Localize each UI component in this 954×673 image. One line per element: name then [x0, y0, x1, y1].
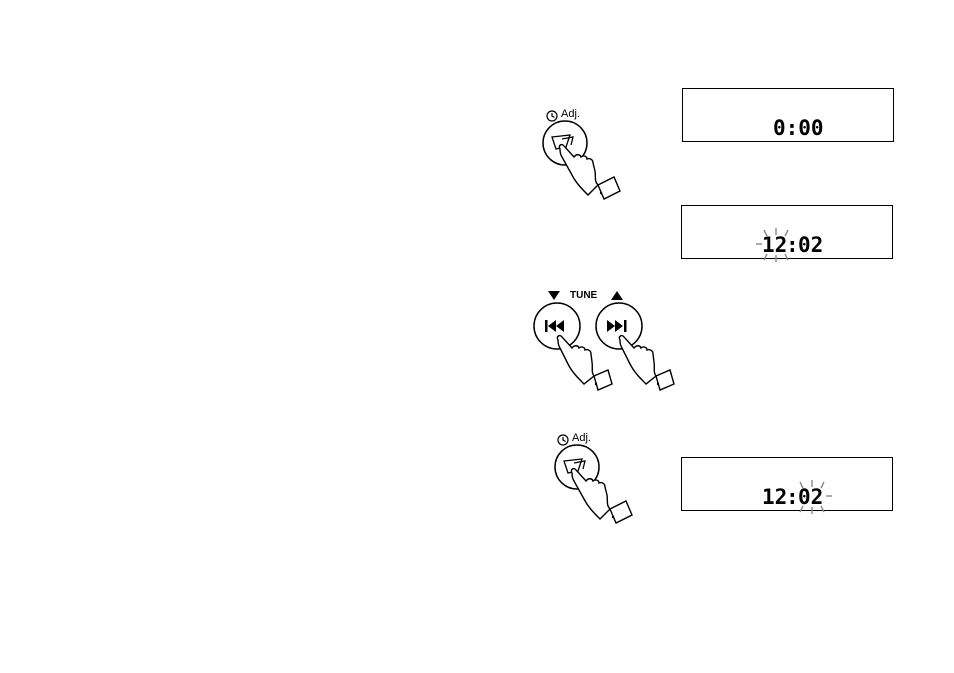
lcd-display-1: 0:00 — [682, 88, 894, 142]
tune-label: TUNE — [570, 290, 597, 301]
tune-down-arrow-icon — [548, 291, 560, 300]
flashing-indicator-icon — [792, 480, 832, 514]
tune-up-arrow-icon — [611, 291, 623, 300]
adj-label: Adj. — [561, 108, 580, 120]
hand-pointer-icon — [571, 469, 632, 523]
adj-button-2[interactable] — [552, 445, 632, 525]
time-readout: 0:00 — [773, 118, 824, 139]
adj-label: Adj. — [572, 432, 591, 444]
time-readout-hours: 12 — [762, 487, 787, 508]
adj-button-1[interactable] — [540, 121, 620, 201]
flashing-indicator-icon — [756, 228, 796, 262]
tune-up-button[interactable] — [594, 302, 684, 392]
lcd-display-2: 12 : 02 — [681, 205, 893, 259]
hand-pointer-icon — [559, 145, 620, 199]
lcd-display-3: 12 : 02 — [681, 457, 893, 511]
hand-pointer-icon — [619, 336, 674, 390]
time-readout-minutes: 02 — [798, 235, 823, 256]
